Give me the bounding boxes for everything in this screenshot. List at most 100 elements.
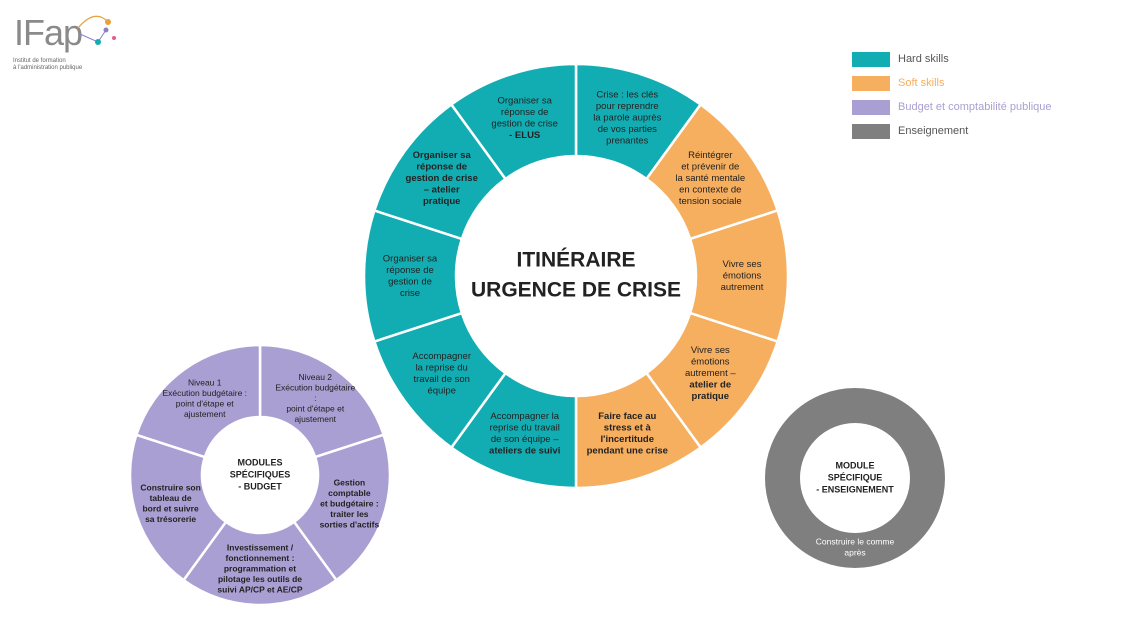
legend-swatch [852,51,890,67]
segment-label-line: ajustement [294,414,336,424]
logo-subtitle-line: Institut de formation [13,58,66,64]
segment-label-line: Réintégrer [688,150,732,161]
ring-center-title: MODULE [836,460,875,470]
segment-label-line: tension sociale [679,196,742,207]
budget-ring-segment [181,520,339,607]
legend-item-hard-skills: Hard skills [852,47,1052,71]
segment-label-line: – atelier [424,184,460,195]
segment-label-line: autrement – [685,368,736,379]
segment-label-line: travail de son [413,374,470,385]
ring-center [456,156,696,396]
segment-label-line: traiter les [330,509,369,519]
ring-center [202,417,318,533]
segment-label-line: en contexte de [679,184,741,195]
segment-label-line: pendant une crise [587,446,668,457]
segment-label-line: stress et à [604,423,652,434]
legend-label: Hard skills [898,53,949,65]
legend-item-budget: Budget et comptabilité publique [852,95,1052,119]
legend-swatch [852,123,890,139]
segment-label-line: bord et suivre [142,504,198,514]
logo-network-icon [77,15,116,45]
segment-label-line: Niveau 1 [188,377,222,387]
ring-center-title: - BUDGET [238,481,282,491]
segment-label-line: pratique [423,196,460,207]
segment-label-line: point d'étape et [176,398,235,408]
segment-label-line: et budgétaire : [320,498,379,508]
segment-label-line: atelier de [689,380,731,391]
segment-label-line: gestion de crise [491,118,558,129]
segment-label-line: Investissement / [227,542,294,552]
segment-label-line: Vivre ses [723,259,762,270]
segment-label-line: sa trésorerie [145,514,196,524]
segment-label-line: gestion de crise [406,173,478,184]
segment-label-line: comptable [328,488,371,498]
legend: Hard skills Soft skills Budget et compta… [852,47,1052,143]
segment-label-line: Construire le comme [816,536,895,546]
segment-label-line: Construire son [140,483,200,493]
segment-label-line: après [844,547,865,557]
segment-label-line: programmation et [224,563,296,573]
legend-swatch [852,99,890,115]
segment-label-line: Exécution budgétaire [275,383,355,393]
segment-label-line: Accompagner la [490,411,559,422]
ifap-logo: IFap Institut de formation à l'administr… [10,8,120,78]
segment-label-line: émotions [723,271,762,282]
segment-label-line: : [314,393,316,403]
legend-swatch [852,75,890,91]
segment-label-line: et prévenir de [681,161,739,172]
segment-label-line: pour reprendre [596,101,659,112]
segment-label-line: l'incertitude [601,434,654,445]
segment-label-line: réponse de [416,161,467,172]
ring-center-title: - ENSEIGNEMENT [816,484,894,494]
segment-label-line: fonctionnement : [226,553,295,563]
segment-label-line: Vivre ses [691,345,730,356]
segment-label-line: la parole auprès [593,113,661,124]
segment-label-line: prenantes [606,136,649,147]
legend-label: Soft skills [898,77,945,89]
segment-label-line: émotions [691,357,730,368]
ring-center-title: URGENCE DE CRISE [471,279,681,302]
segment-label-line: réponse de [501,107,549,118]
legend-item-soft-skills: Soft skills [852,71,1052,95]
legend-item-enseignement: Enseignement [852,119,1052,143]
ring-center-title: ITINÉRAIRE [516,249,635,272]
segment-label-line: de son équipe – [491,434,559,445]
logo-subtitle: Institut de formation à l'administration… [13,58,123,72]
segment-label-line: point d'étape et [286,404,345,414]
segment-label-line: Crise : les clés [596,90,658,101]
segment-label-line: la santé mentale [675,173,745,184]
segment-label-line: pratique [692,391,729,402]
logo-subtitle-line: à l'administration publique [13,65,83,71]
segment-label-line: Niveau 2 [298,372,332,382]
segment-label-line: réponse de [386,265,434,276]
segment-label-line: Organiser sa [383,253,438,264]
segment-label-line: Faire face au [598,411,656,422]
segment-label-line: Accompagner [412,351,471,362]
segment-label-line: pilotage les outils de [218,574,302,584]
segment-label-line: - ELUS [509,130,540,141]
segment-label-line: sorties d'actifs [320,519,380,529]
segment-label-line: ajustement [184,409,226,419]
segment-label-line: Gestion [334,477,366,487]
teaching-ring: MODULE SPÉCIFIQUE - ENSEIGNEMENT Construire… [765,388,945,568]
segment-label-line: Organiser sa [498,95,553,106]
teaching-ring-segment [765,388,945,568]
legend-label: Enseignement [898,125,969,137]
ring-center-title: SPÉCIFIQUES [230,469,291,479]
segment-label-line: crise [400,288,420,299]
segment-label-line: ateliers de suivi [489,446,560,457]
segment-label-line: équipe [427,385,456,396]
ring-center-title: SPÉCIFIQUE [828,472,883,482]
segment-label-line: de vos parties [598,124,657,135]
segment-label-line: la reprise du [416,362,468,373]
segment-label-line: autrement [721,282,764,293]
segment-label-line: Exécution budgétaire : [162,388,247,398]
legend-label: Budget et comptabilité publique [898,101,1052,113]
logo-wordmark: IFap [14,12,83,53]
segment-label-line: suivi AP/CP et AE/CP [217,584,303,594]
ring-center-title: MODULES [238,457,283,467]
segment-label-line: tableau de [150,493,192,503]
